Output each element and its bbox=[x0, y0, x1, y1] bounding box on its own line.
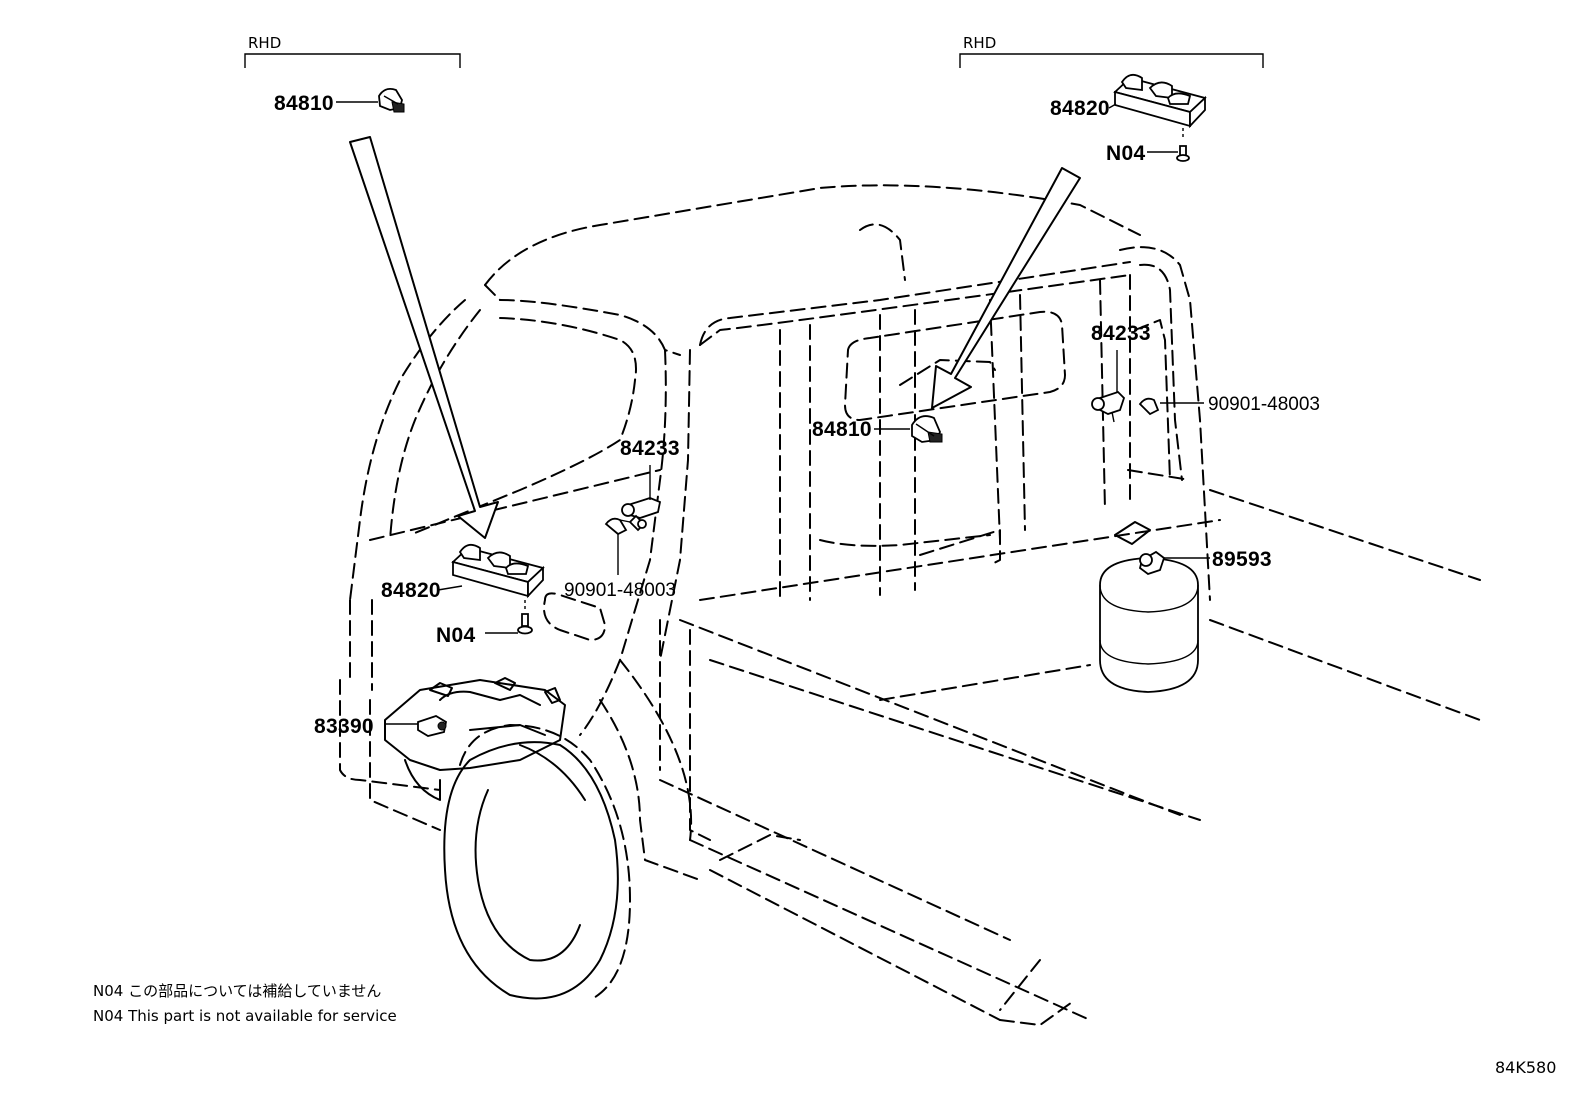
part-90901-clip-right bbox=[1138, 397, 1160, 416]
steering-gearbox bbox=[384, 677, 566, 801]
part-84820-top-right bbox=[1113, 73, 1207, 129]
callout-84810-right: 84810 bbox=[812, 418, 872, 441]
large-arrow-left bbox=[349, 136, 499, 539]
callout-84810-top-left: 84810 bbox=[274, 92, 334, 115]
callout-90901-left: 90901-48003 bbox=[564, 580, 676, 601]
callout-84820-top-right: 84820 bbox=[1050, 97, 1110, 120]
rhd-label-right: RHD bbox=[963, 34, 996, 52]
part-n04-screw-top-right bbox=[1176, 128, 1190, 162]
callout-84820-left: 84820 bbox=[381, 579, 441, 602]
part-83390-sensor bbox=[417, 715, 448, 737]
truck-outline bbox=[339, 184, 1481, 1026]
diagram-code: 84K580 bbox=[1495, 1058, 1556, 1077]
rhd-bracket-right bbox=[959, 53, 1264, 68]
callout-89593: 89593 bbox=[1212, 548, 1272, 571]
callout-n04-top-right: N04 bbox=[1106, 142, 1145, 165]
part-84810-top-left bbox=[378, 87, 405, 113]
callout-83390: 83390 bbox=[314, 715, 374, 738]
callout-84233-left: 84233 bbox=[620, 437, 680, 460]
leader-lines bbox=[336, 101, 1210, 725]
part-84810-right bbox=[911, 415, 943, 443]
part-90901-clip-left bbox=[604, 517, 631, 536]
callout-90901-right: 90901-48003 bbox=[1208, 394, 1320, 415]
front-tire bbox=[443, 741, 619, 1000]
part-84820-left bbox=[451, 543, 545, 599]
part-n04-screw-left bbox=[517, 600, 533, 635]
part-84233-left bbox=[621, 497, 662, 532]
part-89593-canister bbox=[1099, 521, 1199, 693]
rhd-label-left: RHD bbox=[248, 34, 281, 52]
large-arrow-right bbox=[931, 167, 1081, 409]
callout-84233-right: 84233 bbox=[1091, 322, 1151, 345]
part-84233-right bbox=[1091, 390, 1126, 423]
note-japanese: N04 この部品については補給していません bbox=[93, 982, 381, 1000]
rhd-bracket-left bbox=[244, 53, 461, 68]
callout-n04-left: N04 bbox=[436, 624, 475, 647]
note-english: N04 This part is not available for servi… bbox=[93, 1007, 397, 1025]
